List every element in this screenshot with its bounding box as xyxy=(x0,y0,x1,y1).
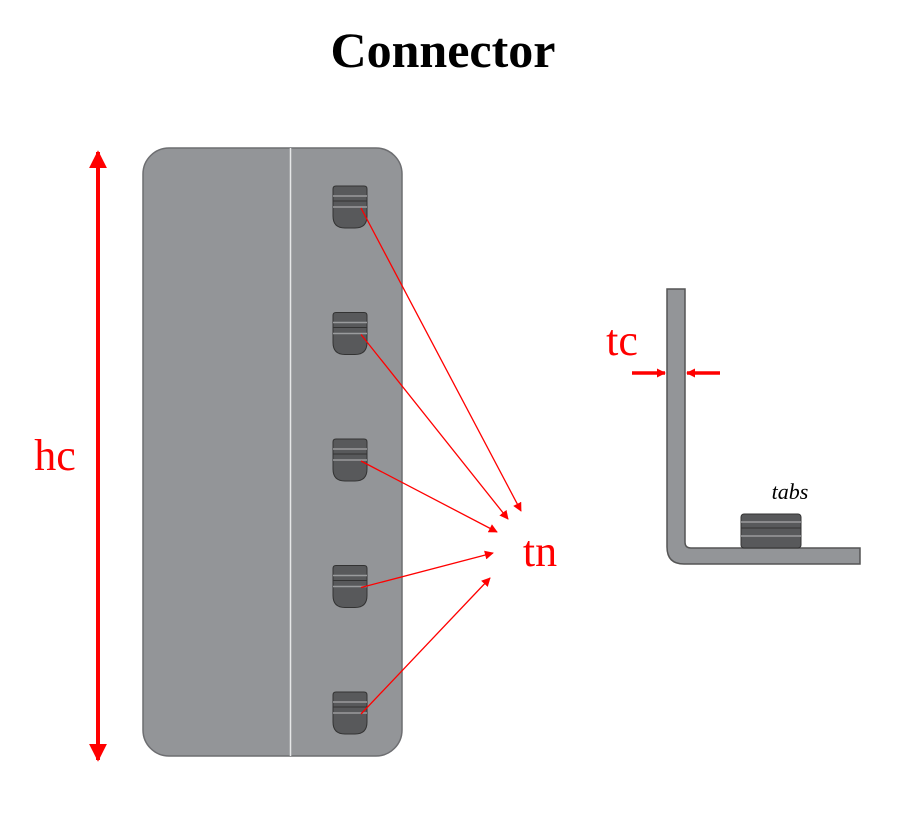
tabs-group xyxy=(332,185,368,735)
tab-leader-line xyxy=(360,207,522,512)
tab-leader-line xyxy=(360,577,491,715)
height-label: hc xyxy=(34,431,76,480)
connector-side-view: tabs xyxy=(666,288,861,565)
tab xyxy=(332,691,368,735)
tab xyxy=(332,565,368,608)
tab xyxy=(332,438,368,482)
thickness-label: tc xyxy=(606,316,638,365)
connector-profile xyxy=(666,288,861,565)
tab xyxy=(332,185,368,229)
tab-leader-line xyxy=(360,550,494,589)
diagram-title: Connector xyxy=(331,22,556,78)
tab-leader-lines xyxy=(360,207,522,715)
tab xyxy=(332,312,368,355)
tab-leader-line xyxy=(360,334,509,520)
side-tab xyxy=(740,513,802,549)
tab-leader-line xyxy=(360,460,498,533)
tabs-count-label: tn xyxy=(523,527,557,576)
connector-front-view xyxy=(142,147,403,757)
tabs-label: tabs xyxy=(772,479,809,504)
